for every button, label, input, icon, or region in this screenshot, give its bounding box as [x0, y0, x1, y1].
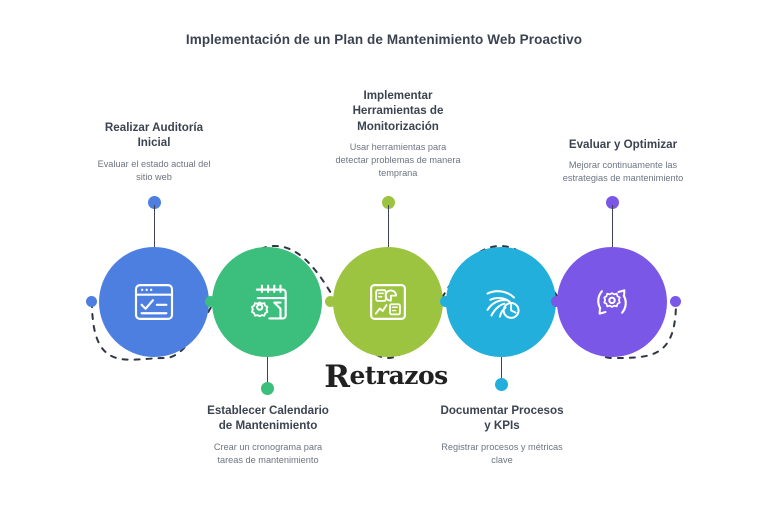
step-label-3: Implementar Herramientas de Monitorizaci… — [310, 88, 486, 180]
path-marker-1 — [86, 296, 97, 307]
stem-line-2 — [266, 357, 269, 393]
step-description-1: Evaluar el estado actual del sitio web — [97, 158, 211, 182]
step-circle-2[interactable] — [212, 247, 322, 357]
refresh-gear-icon — [597, 289, 627, 315]
stem-line-5 — [611, 205, 614, 247]
step-label-4: Documentar Procesos y KPIs Registrar pro… — [416, 403, 588, 467]
stem-line-3 — [387, 205, 390, 247]
stem-dot-4 — [495, 378, 508, 391]
page-title: Implementación de un Plan de Mantenimien… — [185, 32, 583, 47]
step-description-4: Registrar procesos y métricas clave — [441, 441, 563, 465]
step-label-5: Evaluar y Optimizar Mejorar continuament… — [534, 137, 712, 185]
step-label-1: Realizar Auditoría Inicial Evaluar el es… — [76, 120, 232, 184]
stem-dot-3 — [382, 196, 395, 209]
step-description-3: Usar herramientas para detectar problema… — [335, 141, 461, 179]
stem-dot-1 — [148, 196, 161, 209]
step-circle-4[interactable] — [446, 247, 556, 357]
dashboard-analytics-icon — [370, 284, 406, 320]
speed-clock-icon — [486, 290, 520, 319]
step-label-2: Establecer Calendario de Mantenimiento C… — [182, 403, 354, 467]
step-description-5: Mejorar continuamente las estrategias de… — [562, 160, 684, 184]
step-heading-4: Documentar Procesos y KPIs — [440, 404, 564, 433]
path-marker-2 — [205, 296, 216, 307]
step-circle-5[interactable] — [557, 247, 667, 357]
step-heading-5: Evaluar y Optimizar — [568, 138, 678, 151]
path-marker-4 — [440, 296, 451, 307]
step-circle-1[interactable] — [99, 247, 209, 357]
step-heading-3: Implementar Herramientas de Monitorizaci… — [352, 89, 444, 133]
browser-checklist-icon — [134, 284, 174, 320]
stem-line-4 — [500, 357, 503, 382]
step-heading-2: Establecer Calendario de Mantenimiento — [207, 404, 329, 433]
stem-dot-5 — [606, 196, 619, 209]
step-circle-3[interactable] — [333, 247, 443, 357]
watermark-initial: R — [324, 359, 350, 395]
stem-dot-2 — [261, 382, 274, 395]
stem-line-1 — [153, 205, 156, 247]
watermark-text: etrazos — [349, 360, 448, 390]
path-marker-5 — [551, 296, 562, 307]
step-heading-1: Realizar Auditoría Inicial — [104, 121, 204, 150]
calendar-gear-icon — [251, 284, 287, 320]
path-marker-6 — [670, 296, 681, 307]
step-description-2: Crear un cronograma para tareas de mante… — [213, 441, 323, 465]
path-marker-3 — [325, 296, 336, 307]
